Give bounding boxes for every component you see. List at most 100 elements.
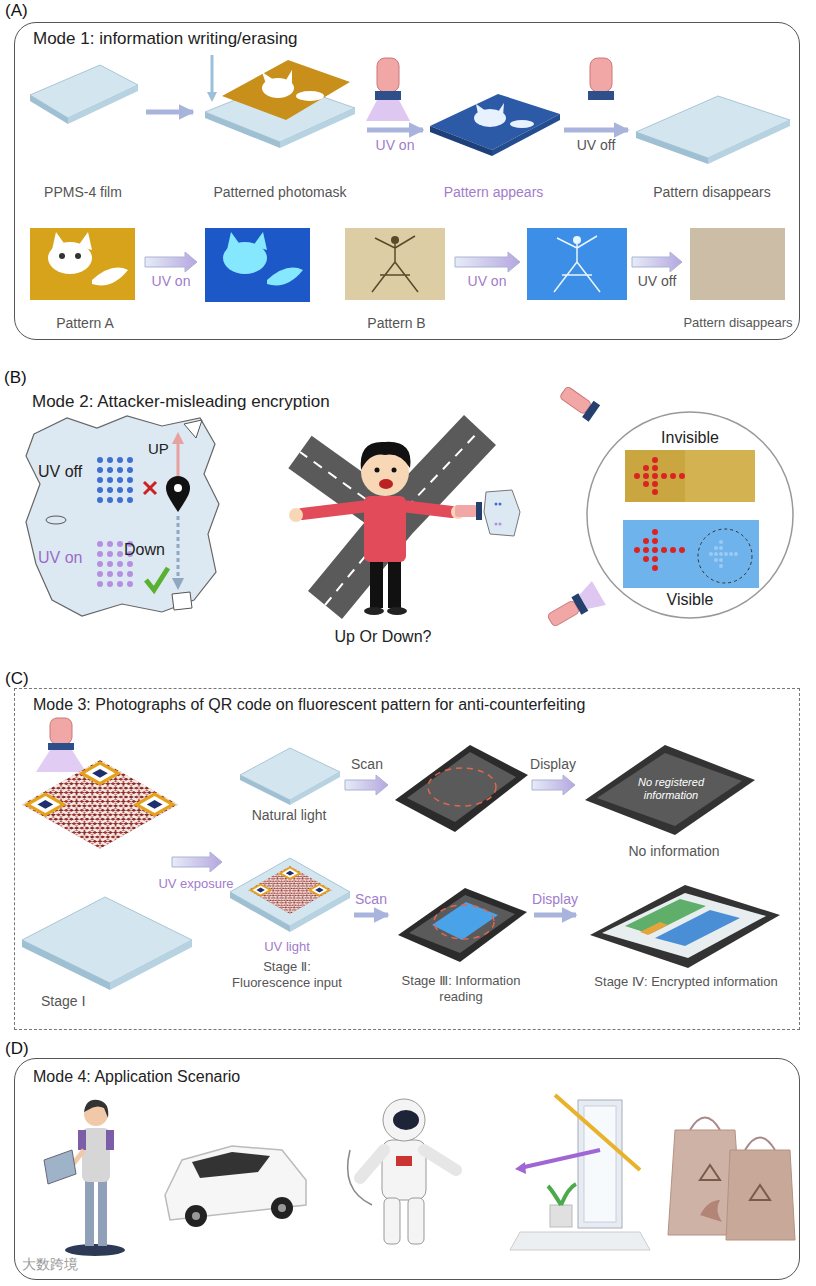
fluorescence-photo — [205, 228, 310, 302]
phone — [597, 753, 742, 826]
process-arrow — [172, 852, 222, 872]
node-text: Stage Ⅲ: Information reading — [391, 973, 531, 1004]
map-region-shape — [97, 457, 103, 463]
map-region-shape — [127, 497, 133, 503]
panel-letter: (D) — [5, 1039, 29, 1059]
map-region-shape — [97, 487, 103, 493]
zoom-circle-shape — [719, 558, 723, 562]
zoom-circle-shape — [634, 473, 640, 479]
panel: (D)Mode 4: Application Scenario — [14, 1058, 800, 1280]
map-region-shape — [184, 420, 202, 438]
astronaut — [384, 1198, 400, 1244]
zoom-circle-shape — [661, 473, 667, 479]
zoom-circle-shape — [652, 529, 658, 535]
edge-label: Scan — [355, 891, 387, 908]
person-figure — [65, 1244, 125, 1256]
film-sheet — [30, 95, 68, 124]
annotation-label: Display — [530, 756, 576, 773]
fluorescence-photo — [527, 228, 627, 300]
map-region-shape — [107, 581, 113, 587]
zoom-circle-shape — [661, 547, 667, 553]
zoom-circle-shape — [634, 547, 640, 553]
pattern-photo-box: Pattern disappears — [679, 223, 797, 338]
map-region-shape — [22, 412, 222, 620]
map-region-shape — [127, 571, 133, 577]
fluorescent-film — [476, 104, 486, 114]
map-region-shape — [127, 561, 133, 567]
car — [278, 1204, 286, 1212]
map-region-shape — [117, 541, 123, 547]
map-region-shape — [127, 467, 133, 473]
astronaut — [348, 1099, 456, 1244]
map-region-shape — [97, 477, 103, 483]
person-figure — [379, 479, 393, 489]
map-region-shape — [117, 457, 123, 463]
person-figure — [476, 502, 482, 520]
photomask — [205, 112, 280, 148]
photomask-step: Patterned photomask — [196, 51, 364, 204]
person-figure — [289, 508, 303, 522]
fluorescent-film — [430, 126, 492, 156]
person-figure — [402, 506, 452, 512]
film-step: PPMS-4 film — [23, 59, 143, 204]
node-text: Natural light — [233, 807, 345, 824]
map-region-shape — [107, 551, 113, 557]
zoom-circle-shape — [679, 473, 685, 479]
zoom-circle-shape — [652, 473, 658, 479]
zoom-circle-shape — [679, 547, 685, 553]
map-region-shape — [172, 432, 184, 444]
map-region-shape — [144, 482, 156, 494]
uv-lamp — [588, 91, 614, 100]
annotation-label: UV off — [638, 273, 677, 290]
person-figure — [44, 1150, 76, 1184]
shopping-bags — [700, 1165, 720, 1180]
photomask — [222, 60, 350, 120]
fluorescence-photo — [227, 232, 241, 250]
person-figure — [364, 607, 384, 615]
pattern-photo — [75, 253, 81, 259]
node-text: Invisible — [585, 428, 795, 447]
map-region-shape — [46, 516, 66, 524]
person-figure — [98, 1180, 107, 1246]
zoom-circle-shape — [670, 473, 676, 479]
zoom-circle-shape — [685, 450, 755, 502]
phone — [395, 745, 528, 832]
zoom-circle-shape — [670, 547, 676, 553]
node-text: No information — [579, 843, 769, 860]
film-sheet — [290, 772, 340, 805]
uv-lamp — [543, 581, 605, 633]
shopping-bags — [726, 1150, 795, 1240]
shopping-bags — [750, 1185, 770, 1200]
window-plant — [550, 1205, 572, 1227]
person-figure — [370, 558, 383, 608]
uv-lamp — [366, 100, 410, 121]
map-region-shape — [97, 561, 103, 567]
photomask — [296, 91, 324, 101]
car — [192, 1152, 270, 1178]
window-plant — [510, 1232, 650, 1250]
film-sheet — [708, 120, 790, 164]
zoom-circle-shape — [714, 552, 718, 556]
astronaut — [383, 1099, 425, 1141]
zoom-circle-shape — [729, 552, 733, 556]
phone — [602, 893, 766, 958]
pattern-photo — [78, 232, 92, 250]
astronaut — [360, 1150, 384, 1178]
map-region-shape — [117, 561, 123, 567]
node-text: Down — [124, 540, 165, 559]
map-region-shape — [172, 592, 192, 610]
film-sheet — [636, 132, 708, 164]
process-arrow — [455, 252, 520, 272]
map-region-shape — [117, 467, 123, 473]
stage-box: UV lightStage Ⅱ: Fluorescence input — [223, 853, 351, 1003]
map-region-shape — [127, 487, 133, 493]
person-figure — [455, 505, 477, 517]
fluorescence-photo — [573, 236, 581, 244]
pattern-photo — [345, 228, 445, 300]
node-text: PPMS-4 film — [23, 184, 143, 201]
film-step: Natural light — [233, 739, 345, 831]
process-arrow — [345, 775, 388, 795]
pattern-photo — [30, 228, 135, 300]
panel-heading: Mode 4: Application Scenario — [33, 1067, 240, 1086]
